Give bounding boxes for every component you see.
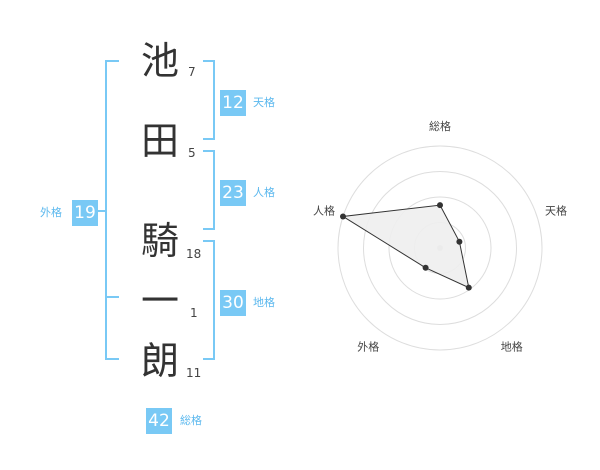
radar-value-polygon: [341, 204, 470, 289]
radar-value-point: [465, 284, 472, 291]
radar-value-point: [437, 202, 443, 209]
radar-axis-label: 総格: [429, 119, 451, 133]
gaikaku-label: 外格: [40, 206, 62, 219]
jinkaku-bracket: [203, 150, 215, 230]
radar-value-point: [422, 264, 429, 271]
radar-grid-ring: [388, 196, 492, 300]
tenkaku-label: 天格: [253, 96, 275, 109]
radar-axis-label: 地格: [501, 340, 523, 354]
stroke-count-2: 5: [188, 146, 196, 160]
radar-grid-ring: [363, 171, 517, 325]
tenkaku-bracket: [203, 60, 215, 140]
name-char-4: 一: [140, 279, 179, 323]
chikaku-badge: 30: [220, 290, 246, 316]
soukaku-label: 総格: [180, 414, 202, 427]
radar-axis-label: 人格: [313, 203, 335, 217]
gaikaku-connector: [97, 210, 107, 212]
gaikaku-bracket: [105, 60, 119, 360]
soukaku-badge: 42: [146, 408, 172, 434]
name-char-3: 騎: [140, 219, 179, 263]
jinkaku-label: 人格: [253, 186, 275, 199]
tenkaku-badge: 12: [220, 90, 246, 116]
gaikaku-badge: 19: [72, 200, 98, 226]
stroke-count-1: 7: [188, 65, 196, 79]
jinkaku-badge: 23: [220, 180, 246, 206]
name-char-5: 朗: [140, 339, 179, 383]
stroke-count-3: 18: [186, 247, 202, 261]
name-char-2: 田: [140, 119, 179, 163]
stroke-count-4: 1: [190, 306, 198, 320]
radar-value-point: [339, 213, 346, 220]
stroke-count-5: 11: [186, 366, 202, 380]
radar-value-point: [456, 238, 463, 245]
name-char-1: 池: [140, 39, 179, 83]
radar-axis-label: 天格: [545, 203, 567, 217]
chikaku-label: 地格: [253, 296, 275, 309]
surname-given-divider: [105, 296, 119, 298]
radar-axis-label: 外格: [357, 340, 379, 354]
chikaku-bracket: [203, 240, 215, 360]
radar-grid-ring: [337, 145, 543, 351]
